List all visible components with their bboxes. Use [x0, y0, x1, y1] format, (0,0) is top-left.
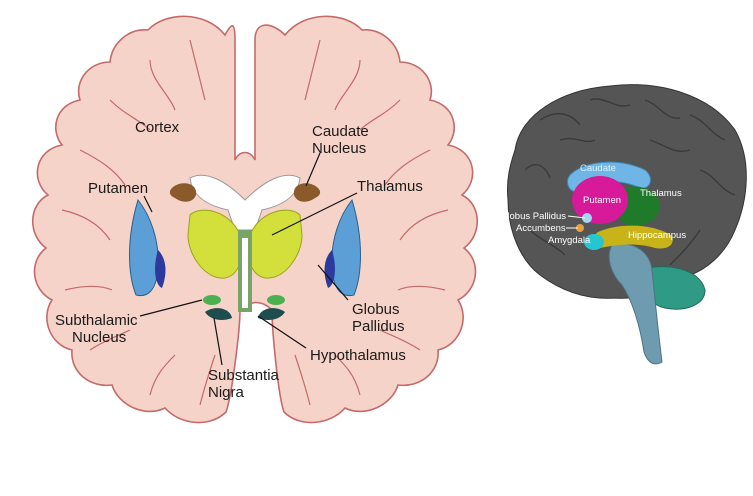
substantia-nigra-left — [205, 308, 232, 320]
caudate-left — [169, 183, 197, 202]
subthalamic-nucleus-right — [267, 295, 285, 305]
accumbens-3d — [576, 224, 584, 232]
label-subthalamic-line1: Subthalamic — [55, 312, 138, 329]
substantia-nigra-right — [258, 308, 285, 320]
label-cortex: Cortex — [135, 119, 180, 136]
putamen-left — [129, 198, 159, 297]
sagittal-3d-rendering: Caudate Putamen Thalamus Globus Pallidus… — [500, 84, 747, 365]
label-putamen: Putamen — [88, 180, 148, 197]
label-globus-line2: Pallidus — [352, 318, 405, 335]
label-pointers — [139, 152, 358, 366]
label3d-caudate: Caudate — [580, 163, 616, 174]
putamen-3d — [572, 176, 628, 224]
caudate-right — [293, 183, 321, 202]
gyri-texture — [524, 98, 736, 266]
label-caudate-line2: Nucleus — [312, 140, 366, 157]
third-ventricle — [242, 238, 248, 308]
label-caudate-line1: Caudate — [312, 123, 369, 140]
globus-pallidus-right — [324, 250, 335, 288]
label-thalamus: Thalamus — [357, 178, 423, 195]
label3d-accumbens: Accumbens — [516, 223, 566, 234]
brainstem-3d — [608, 243, 663, 365]
label-subthalamic-line2: Nucleus — [72, 329, 126, 346]
label3d-putamen: Putamen — [583, 195, 621, 206]
label3d-globus-pallidus: Globus Pallidus — [500, 211, 566, 222]
amygdala-3d — [584, 234, 604, 250]
label-substantia-line2: Nigra — [208, 384, 245, 401]
label-globus-line1: Globus — [352, 301, 400, 318]
label-hypothalamus: Hypothalamus — [310, 347, 406, 364]
3d-pointers — [566, 215, 586, 229]
label-substantia-line1: Substantia — [208, 367, 280, 384]
label3d-thalamus: Thalamus — [640, 188, 682, 199]
sulci-lines — [61, 39, 449, 406]
ventricles — [189, 174, 301, 231]
globus-pallidus-left — [155, 250, 166, 288]
coronal-section-diagram: Cortex Caudate Nucleus Putamen Thalamus … — [32, 15, 478, 424]
globus-pallidus-3d — [582, 213, 592, 223]
hippocampus-3d — [593, 225, 673, 249]
label3d-hippocampus: Hippocampus — [628, 230, 686, 241]
subthalamic-nucleus-left — [203, 295, 221, 305]
label3d-amygdala: Amygdala — [548, 235, 591, 246]
